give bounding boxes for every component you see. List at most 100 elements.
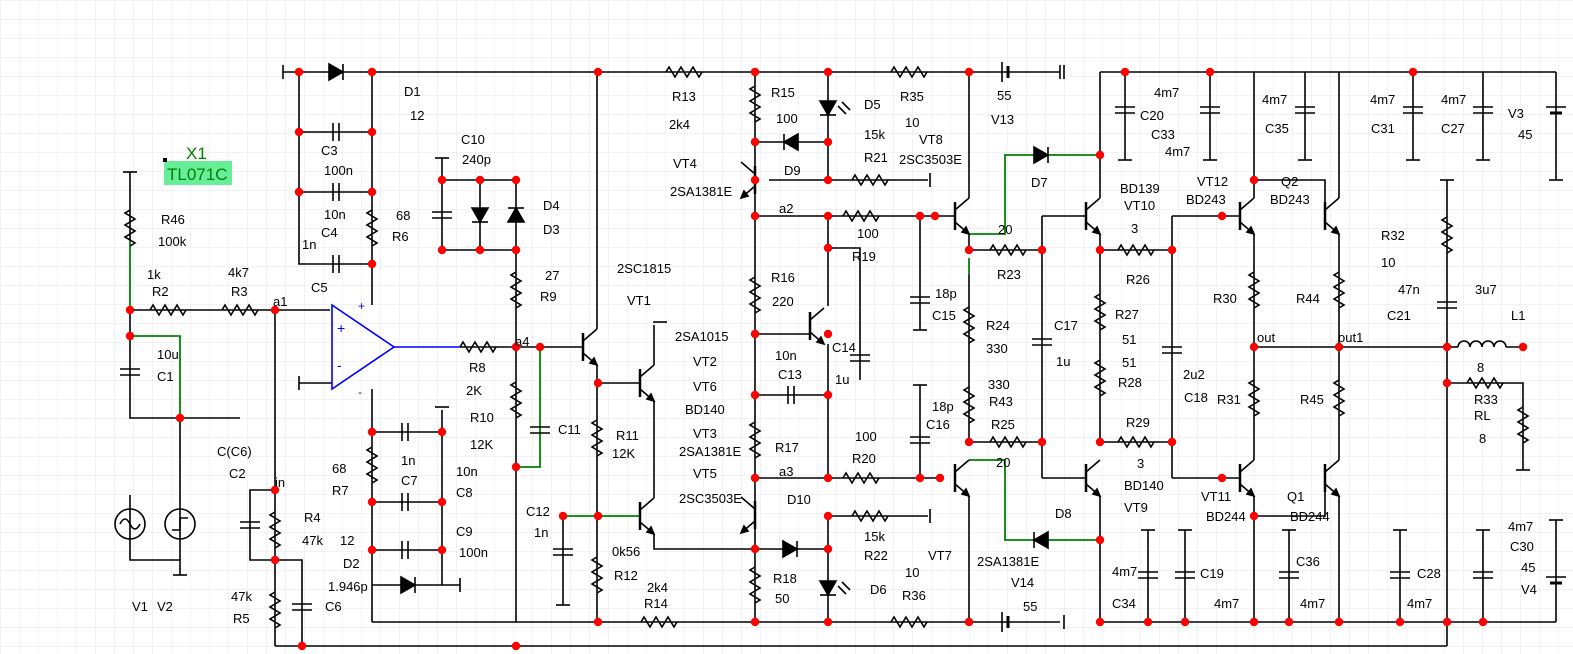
transistor-q2[interactable] (1323, 197, 1341, 236)
resistor-r35[interactable] (890, 65, 928, 79)
capacitor-c34[interactable] (1138, 571, 1158, 579)
diode-d4[interactable] (470, 207, 490, 224)
transistor-vt3[interactable] (638, 497, 656, 536)
transistor-vt8[interactable] (953, 197, 971, 236)
resistor-r16[interactable] (748, 276, 762, 314)
resistor-r43[interactable] (962, 386, 976, 424)
capacitor-c1[interactable] (120, 368, 140, 376)
resistor-r5[interactable] (268, 591, 282, 629)
transistor-vt5[interactable] (739, 496, 757, 535)
transistor-vt12[interactable] (1238, 197, 1256, 236)
resistor-r18[interactable] (748, 566, 762, 604)
zener-d1[interactable] (328, 62, 345, 82)
resistor-r8[interactable] (459, 340, 497, 354)
inductor-l1[interactable] (1457, 340, 1507, 348)
resistor-r24[interactable] (962, 306, 976, 344)
diode-d3[interactable] (506, 206, 526, 223)
resistor-r22[interactable] (851, 509, 889, 523)
transistor-vt2[interactable] (638, 364, 656, 403)
resistor-r4[interactable] (268, 511, 282, 549)
resistor-r33[interactable] (1466, 376, 1504, 390)
capacitor-c2[interactable] (240, 521, 260, 529)
capacitor-c18[interactable] (1162, 346, 1182, 354)
resistor-r7[interactable] (365, 446, 379, 484)
capacitor-c36[interactable] (1279, 571, 1299, 579)
pulse-source-v2[interactable] (164, 508, 196, 540)
capacitor-c8[interactable] (401, 493, 409, 511)
capacitor-c30[interactable] (1473, 571, 1493, 579)
capacitor-c17[interactable] (1032, 338, 1052, 346)
transistor-vt11[interactable] (1238, 459, 1256, 498)
resistor-r25[interactable] (989, 435, 1027, 449)
resistor-r30[interactable] (1247, 271, 1261, 309)
capacitor-c19[interactable] (1175, 571, 1195, 579)
capacitor-c4[interactable] (332, 183, 340, 201)
capacitor-c14[interactable] (850, 354, 870, 362)
battery-v13[interactable] (1001, 62, 1010, 82)
resistor-r45[interactable] (1332, 379, 1346, 417)
resistor-r2[interactable] (149, 303, 187, 317)
transistor-vt9[interactable] (1084, 459, 1102, 498)
led-d6[interactable] (818, 580, 851, 597)
zener-d2[interactable] (400, 575, 417, 595)
led-d5[interactable] (818, 100, 851, 117)
capacitor-c33[interactable] (1200, 106, 1220, 114)
transistor-vt1[interactable] (581, 328, 599, 367)
diode-d9[interactable] (782, 132, 799, 152)
battery-v3[interactable] (1546, 106, 1566, 115)
capacitor-c16[interactable] (910, 436, 930, 444)
capacitor-c27[interactable] (1473, 106, 1493, 114)
resistor-r11[interactable] (590, 419, 604, 457)
capacitor-c3[interactable] (332, 123, 340, 141)
transistor-q1[interactable] (1323, 459, 1341, 498)
capacitor-c7[interactable] (401, 423, 409, 441)
resistor-r36[interactable] (890, 615, 928, 629)
capacitor-c21[interactable] (1437, 301, 1457, 309)
resistor-r23[interactable] (989, 243, 1027, 257)
capacitor-c6[interactable] (292, 603, 312, 611)
resistor-r10[interactable] (509, 381, 523, 419)
capacitor-c11[interactable] (530, 426, 550, 434)
resistor-r19[interactable] (842, 209, 880, 223)
resistor-r20[interactable] (842, 471, 880, 485)
diode-d8[interactable] (1032, 530, 1049, 550)
opamp-part-label[interactable]: X1 TL071C (163, 144, 232, 185)
capacitor-c20[interactable] (1115, 106, 1135, 114)
capacitor-c9[interactable] (401, 541, 409, 559)
resistor-r26[interactable] (1117, 243, 1155, 257)
transistor-vt7[interactable] (953, 459, 971, 498)
resistor-r31[interactable] (1247, 379, 1261, 417)
resistor-r44[interactable] (1332, 271, 1346, 309)
diode-d7[interactable] (1033, 145, 1050, 165)
capacitor-c5[interactable] (332, 255, 340, 273)
resistor-r27[interactable] (1093, 293, 1107, 331)
opamp-symbol[interactable]: + - + - (331, 299, 460, 399)
resistor-r17[interactable] (748, 421, 762, 459)
resistor-r13[interactable] (665, 65, 703, 79)
resistor-r15[interactable] (748, 85, 762, 123)
resistor-r46[interactable] (123, 209, 137, 247)
diode-d10[interactable] (782, 539, 799, 559)
resistor-r9[interactable] (509, 271, 523, 309)
capacitor-c10[interactable] (432, 211, 452, 219)
resistor-r29[interactable] (1117, 435, 1155, 449)
resistor-r12[interactable] (590, 556, 604, 594)
capacitor-c12[interactable] (553, 548, 573, 556)
transistor-vt10[interactable] (1084, 197, 1102, 236)
resistor-r28[interactable] (1093, 359, 1107, 397)
resistor-r6[interactable] (365, 209, 379, 247)
battery-v4[interactable] (1546, 576, 1566, 585)
ac-source-v1[interactable] (114, 508, 146, 540)
capacitor-c13[interactable] (787, 386, 795, 404)
resistor-rl[interactable] (1516, 406, 1530, 444)
capacitor-c35[interactable] (1295, 106, 1315, 114)
resistor-r14[interactable] (640, 615, 678, 629)
resistor-r3[interactable] (221, 303, 259, 317)
capacitor-c15[interactable] (910, 296, 930, 304)
capacitor-c31[interactable] (1403, 106, 1423, 114)
transistor-vt6[interactable] (808, 307, 826, 346)
resistor-r32[interactable] (1440, 216, 1454, 254)
resistor-r21[interactable] (851, 173, 889, 187)
capacitor-c28[interactable] (1390, 571, 1410, 579)
battery-v14[interactable] (1001, 612, 1010, 632)
